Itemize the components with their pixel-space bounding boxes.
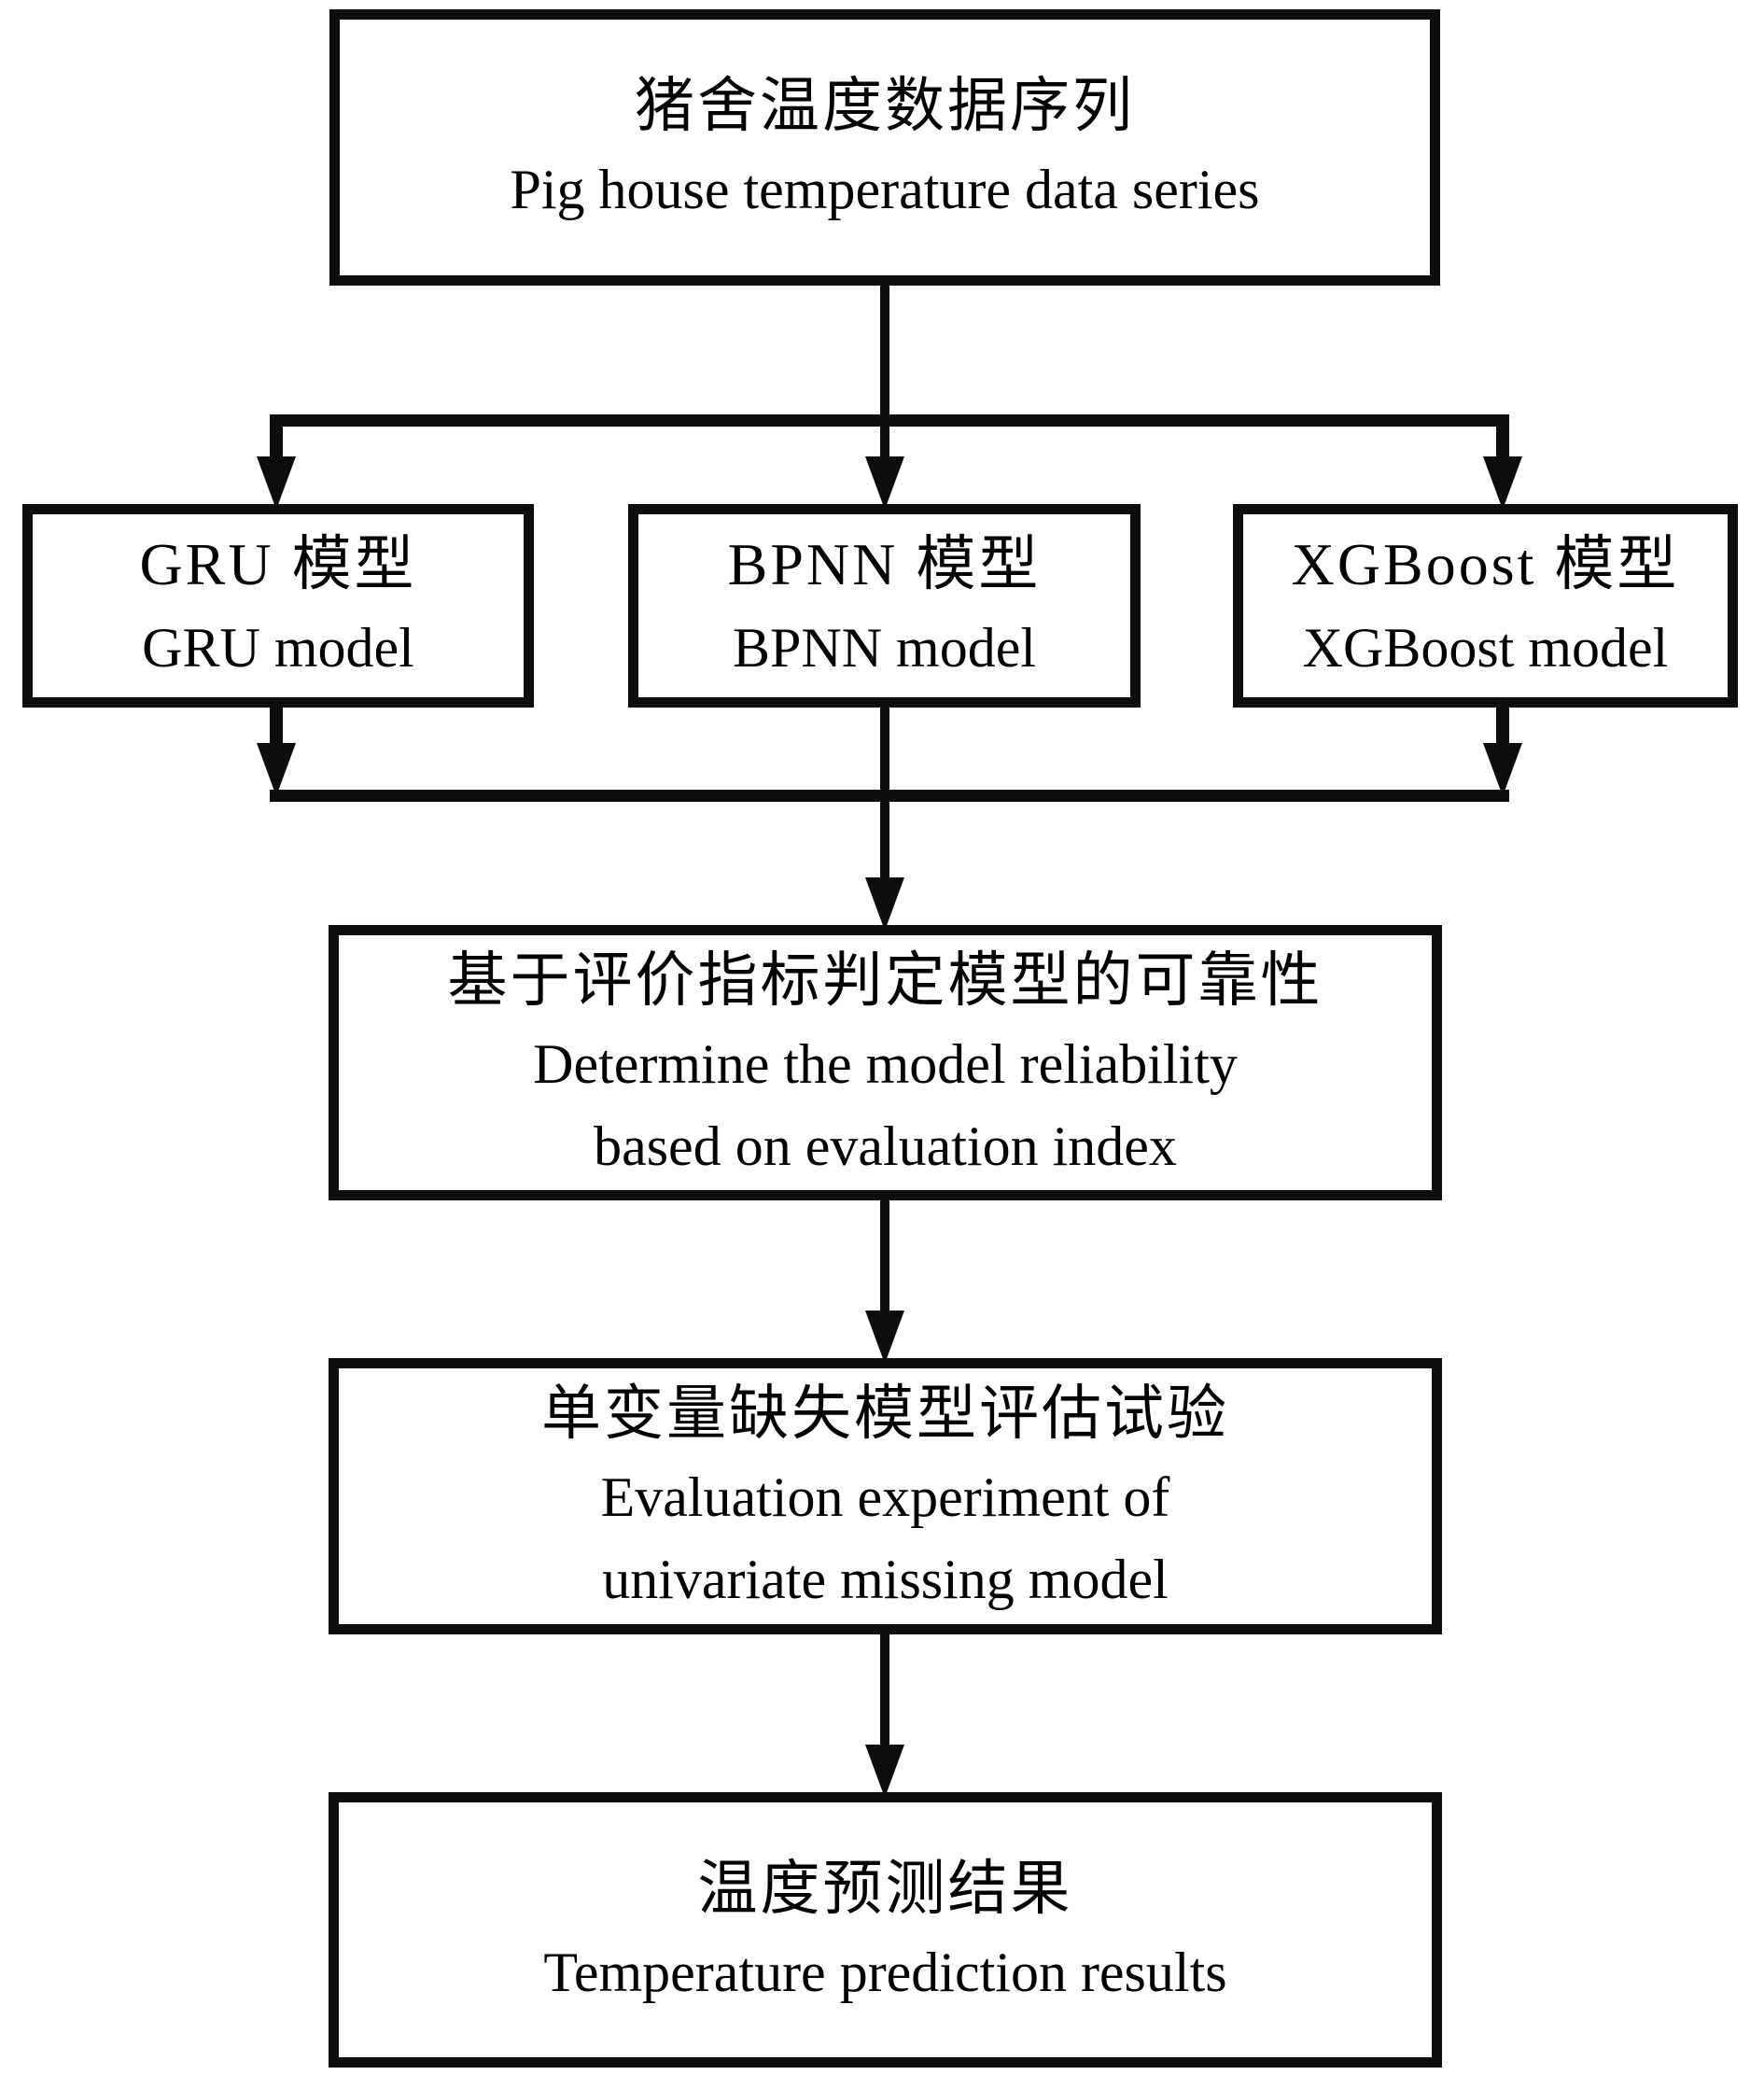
node-gru-label-en: GRU model — [142, 617, 414, 679]
arrowhead-xgboost-converge — [1483, 743, 1522, 796]
node-evaluation: 单变量缺失模型评估试验 Evaluation experiment of uni… — [329, 1358, 1442, 1634]
edge-bpnn-down — [880, 702, 889, 879]
node-source: 猪舍温度数据序列 Pig house temperature data seri… — [329, 9, 1440, 286]
node-evaluation-label-en1: Evaluation experiment of — [600, 1466, 1170, 1528]
edge-xgboost-down — [1496, 702, 1509, 747]
node-evaluation-label-en2: univariate missing model — [602, 1549, 1169, 1610]
arrowhead-gru — [257, 456, 296, 510]
node-results-label-zh: 温度预测结果 — [697, 1855, 1073, 1922]
node-xgboost: XGBoost 模型 XGBoost model — [1233, 504, 1738, 708]
node-xgboost-label-en: XGBoost model — [1302, 617, 1669, 679]
edge-source-trunk — [880, 278, 889, 461]
edge-drop-xgboost — [1496, 414, 1509, 461]
edge-reliability-down — [880, 1195, 889, 1311]
node-evaluation-label-zh: 单变量缺失模型评估试验 — [541, 1381, 1229, 1447]
node-gru-label-zh: GRU 模型 — [139, 531, 417, 597]
node-bpnn-label-zh: BPNN 模型 — [727, 531, 1042, 597]
edge-drop-gru — [270, 414, 283, 461]
arrowhead-reliability — [865, 877, 904, 931]
node-source-label-en: Pig house temperature data series — [510, 159, 1260, 220]
arrowhead-bpnn — [865, 456, 904, 510]
node-results-label-en: Temperature prediction results — [543, 1941, 1227, 2003]
arrowhead-results — [865, 1745, 904, 1798]
node-xgboost-label-zh: XGBoost 模型 — [1291, 531, 1680, 597]
node-results: 温度预测结果 Temperature prediction results — [329, 1792, 1442, 2068]
arrowhead-gru-converge — [257, 743, 296, 796]
edge-evaluation-down — [880, 1629, 889, 1746]
node-reliability: 基于评价指标判定模型的可靠性 Determine the model relia… — [329, 925, 1442, 1200]
node-source-label-zh: 猪舍温度数据序列 — [635, 73, 1135, 139]
arrowhead-xgboost — [1483, 456, 1522, 510]
node-reliability-label-en2: based on evaluation index — [594, 1115, 1177, 1177]
node-gru: GRU 模型 GRU model — [22, 504, 534, 708]
node-reliability-label-zh: 基于评价指标判定模型的可靠性 — [447, 946, 1323, 1014]
node-bpnn-label-en: BPNN model — [732, 617, 1037, 679]
arrowhead-evaluation — [865, 1311, 904, 1364]
edge-branch-horizontal — [270, 414, 1509, 427]
node-bpnn: BPNN 模型 BPNN model — [628, 504, 1141, 708]
edge-gru-down — [270, 702, 283, 747]
node-reliability-label-en1: Determine the model reliability — [533, 1032, 1238, 1095]
